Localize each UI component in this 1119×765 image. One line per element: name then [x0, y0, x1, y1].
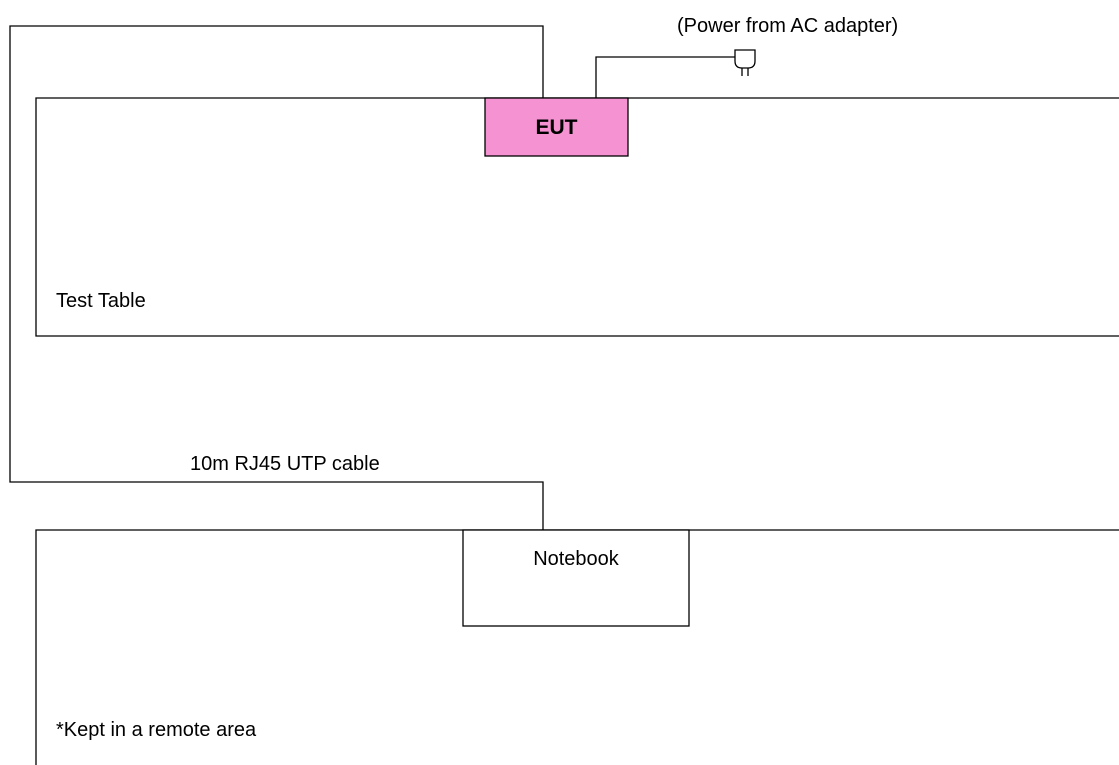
test-table-label: Test Table	[56, 290, 146, 312]
power-cord	[595, 56, 735, 98]
remote-label: *Kept in a remote area	[56, 719, 257, 741]
eut-box	[484, 97, 629, 157]
remote-area	[35, 529, 1119, 765]
notebook-label: Notebook	[533, 548, 620, 570]
eut-label: EUT	[536, 116, 578, 139]
power-label: (Power from AC adapter)	[677, 15, 898, 37]
ac-plug-icon	[734, 49, 756, 76]
notebook-box	[462, 529, 690, 627]
rj45-cable	[9, 25, 544, 530]
cable-label: 10m RJ45 UTP cable	[190, 453, 380, 475]
